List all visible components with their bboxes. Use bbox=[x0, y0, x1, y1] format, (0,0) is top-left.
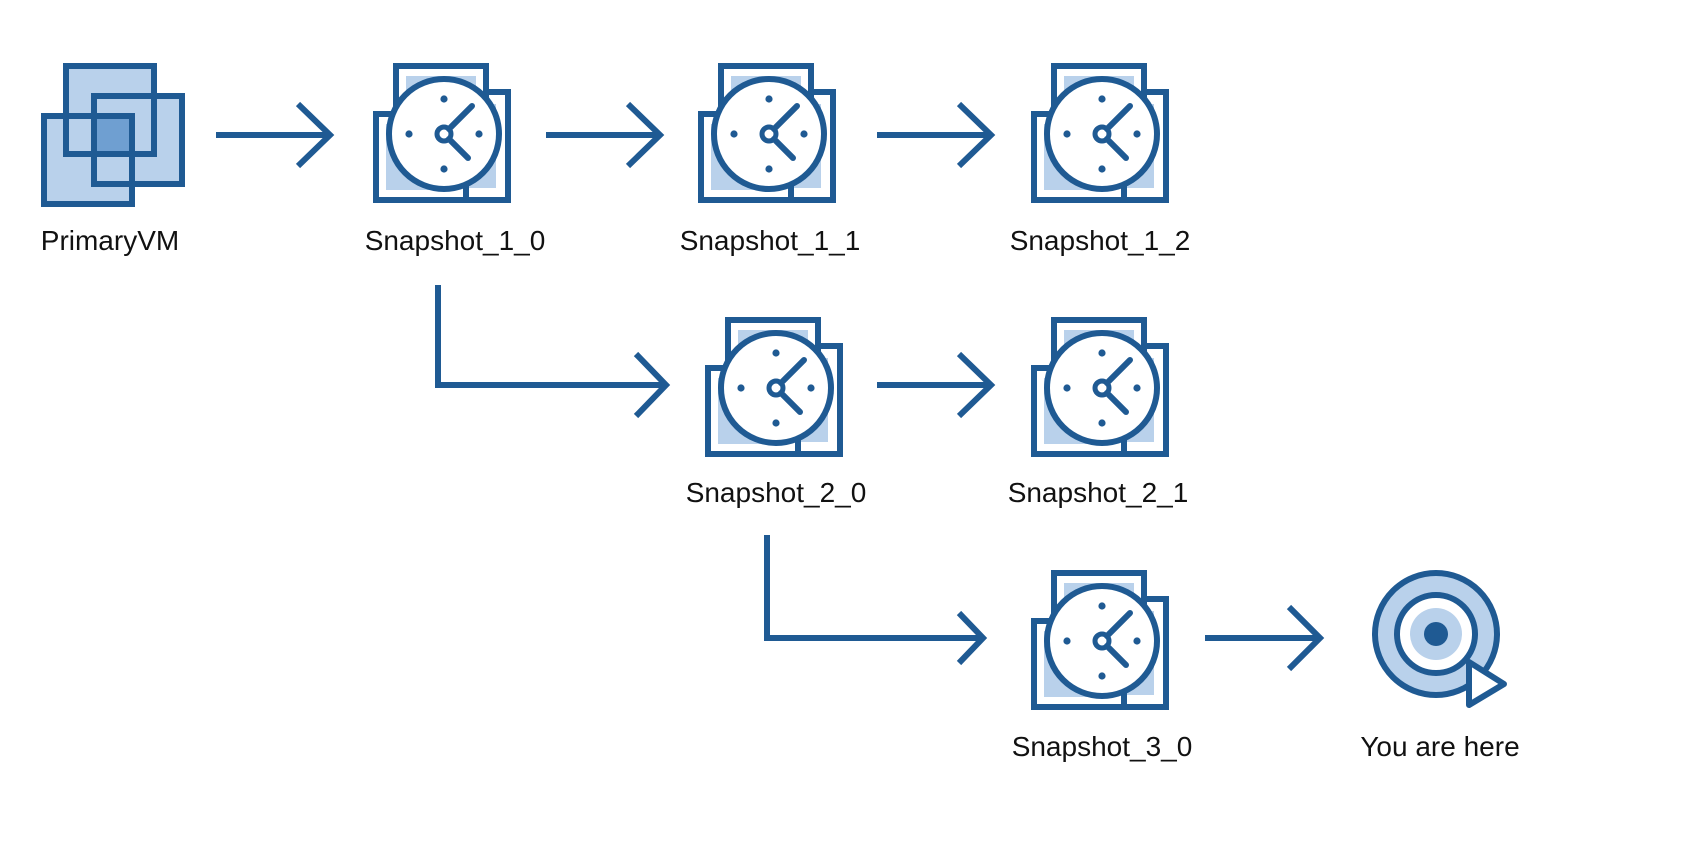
you-are-here-target-icon bbox=[1372, 570, 1507, 708]
node-primary-vm[interactable]: PrimaryVM bbox=[41, 66, 182, 256]
snapshot-clock-icon bbox=[1034, 320, 1166, 454]
snapshot-clock-icon bbox=[1034, 66, 1166, 200]
node-snapshot-3-0[interactable]: Snapshot_3_0 bbox=[1012, 573, 1193, 762]
node-label-snapshot-2-1: Snapshot_2_1 bbox=[1008, 477, 1189, 508]
edge-snapshot-2-0-to-snapshot-2-1 bbox=[877, 351, 996, 419]
node-label-snapshot-1-1: Snapshot_1_1 bbox=[680, 225, 861, 256]
snapshot-clock-icon bbox=[1034, 573, 1166, 707]
snapshot-clock-icon bbox=[701, 66, 833, 200]
node-snapshot-2-0[interactable]: Snapshot_2_0 bbox=[686, 320, 867, 508]
node-label-primary-vm: PrimaryVM bbox=[41, 225, 179, 256]
snapshot-clock-icon bbox=[708, 320, 840, 454]
node-snapshot-1-2[interactable]: Snapshot_1_2 bbox=[1010, 66, 1191, 256]
node-snapshot-1-1[interactable]: Snapshot_1_1 bbox=[680, 66, 861, 256]
edge-snapshot-1-0-to-snapshot-1-1 bbox=[546, 101, 665, 169]
node-snapshot-2-1[interactable]: Snapshot_2_1 bbox=[1008, 320, 1189, 508]
edges bbox=[216, 101, 1325, 672]
node-label-snapshot-2-0: Snapshot_2_0 bbox=[686, 477, 867, 508]
vm-stack-icon bbox=[44, 66, 182, 204]
node-current-state[interactable]: You are here bbox=[1360, 570, 1520, 762]
edge-snapshot-3-0-to-current bbox=[1205, 604, 1325, 672]
snapshot-clock-icon bbox=[376, 66, 508, 200]
node-label-snapshot-1-2: Snapshot_1_2 bbox=[1010, 225, 1191, 256]
edge-primary-to-snapshot-1-0 bbox=[216, 101, 335, 169]
node-snapshot-1-0[interactable]: Snapshot_1_0 bbox=[365, 66, 546, 256]
node-label-snapshot-1-0: Snapshot_1_0 bbox=[365, 225, 546, 256]
edge-snapshot-2-0-to-snapshot-3-0 bbox=[764, 535, 988, 666]
node-label-current-state: You are here bbox=[1360, 731, 1519, 762]
node-label-snapshot-3-0: Snapshot_3_0 bbox=[1012, 731, 1193, 762]
edge-snapshot-1-1-to-snapshot-1-2 bbox=[877, 101, 996, 169]
edge-snapshot-1-0-to-snapshot-2-0 bbox=[435, 285, 671, 419]
